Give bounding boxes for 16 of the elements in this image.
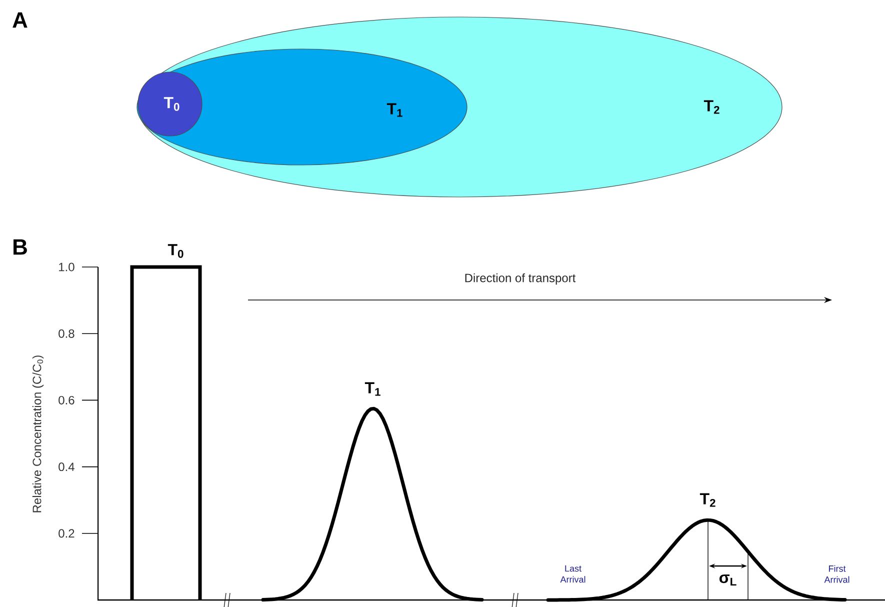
tick-label: 0.2: [58, 529, 74, 538]
peak-label: T$_{0}$: [168, 244, 184, 258]
tick-label: 0.8: [58, 329, 74, 338]
direction-label: Direction of transport: [465, 273, 576, 285]
tick-label: 0.6: [58, 396, 74, 404]
peak-label: T$_{1}$: [364, 382, 380, 396]
peak-label: T$_{2}$: [700, 493, 716, 507]
tick-label: 0.4: [58, 462, 74, 472]
tick-label: 1.0: [59, 262, 74, 272]
arrival-label: Last Arrival: [560, 565, 586, 583]
arrival-label: First Arrival: [824, 565, 850, 583]
panel-letter: A: [12, 12, 28, 28]
panel-letter: B: [14, 239, 27, 255]
axis-title: Relative Concentration (C/C$_{0}$): [32, 356, 44, 512]
sigma-label: σ$_{L}$: [720, 574, 736, 586]
circle-region: T$_{0}$: [138, 72, 202, 136]
